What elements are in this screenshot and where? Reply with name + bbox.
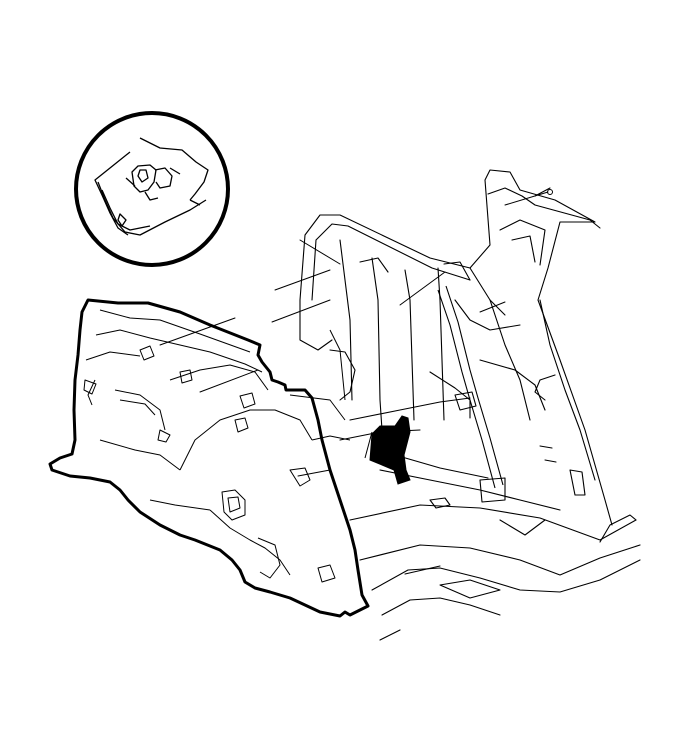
seat-belt-webbing <box>437 285 506 503</box>
arrow-down-left-icon <box>364 415 411 485</box>
retaining-clips <box>159 189 553 477</box>
quarter-trim-panel <box>48 298 370 618</box>
vehicle-body-interior <box>299 169 641 641</box>
magnifier-circle-icon <box>74 111 230 267</box>
